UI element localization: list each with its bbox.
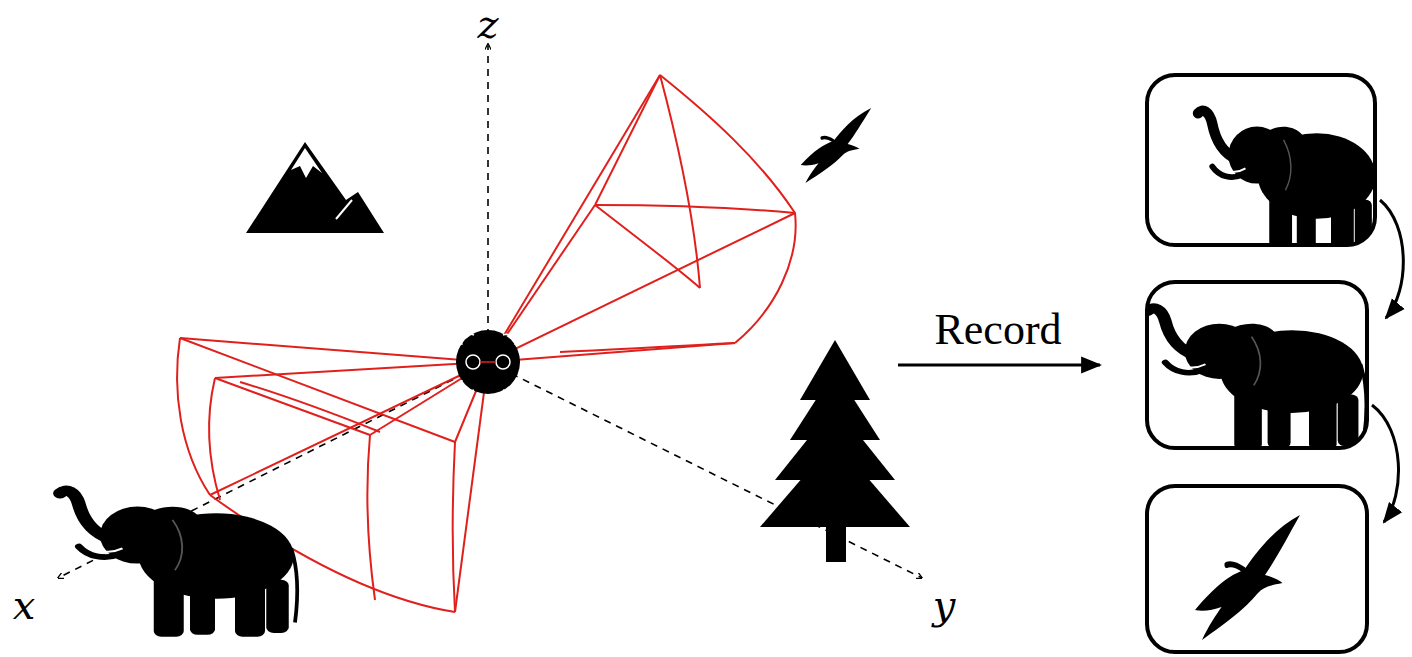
frame-elephant (1198, 111, 1375, 245)
video-frame (1147, 486, 1367, 652)
camera-rig (456, 330, 520, 394)
elephant-icon (60, 491, 297, 637)
sequence-arrow (1380, 200, 1403, 318)
axis-label: z (477, 4, 498, 44)
arrow-label: Record (934, 308, 1061, 352)
axis-label: y (933, 585, 956, 625)
video-frame (1147, 75, 1375, 245)
tree-icon (760, 340, 910, 562)
recorded-frames (1147, 75, 1403, 652)
eagle-icon (801, 108, 872, 183)
coordinate-axes (58, 44, 922, 578)
record-arrow (898, 364, 1100, 367)
video-frame (1147, 282, 1367, 448)
sequence-arrow (1372, 405, 1399, 522)
frame-eagle (1195, 515, 1300, 640)
view-frustum (488, 75, 796, 362)
z-axis (487, 44, 489, 362)
frame-elephant (1148, 308, 1366, 448)
mountain-icon (246, 142, 384, 233)
axis-label: x (13, 585, 36, 625)
